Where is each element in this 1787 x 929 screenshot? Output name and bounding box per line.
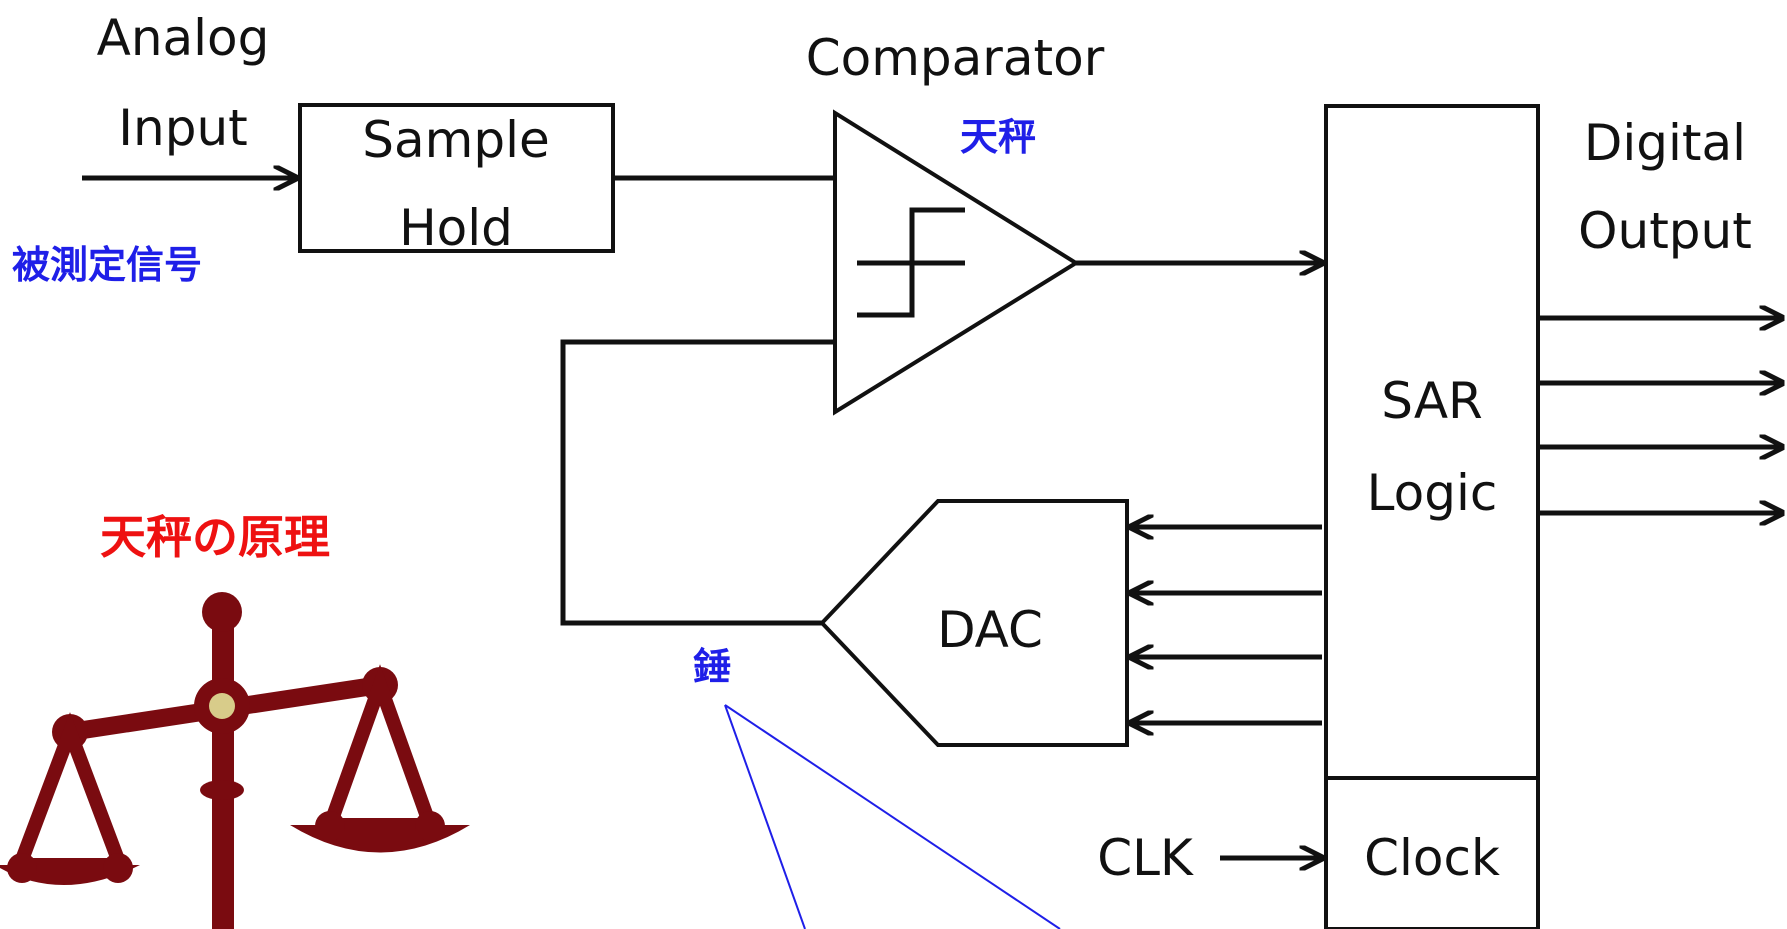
balance-annotation: 天秤 <box>960 115 1036 159</box>
sar-logic-label-2: Logic <box>1367 464 1498 522</box>
sample-hold-label-1: Sample <box>362 111 549 169</box>
sample-hold-label-2: Hold <box>399 199 513 257</box>
balance-principle-title: 天秤の原理 <box>100 510 330 564</box>
weight-callout-line-1 <box>724 704 806 929</box>
dac-block <box>819 499 1129 747</box>
balance-scale-icon <box>0 592 470 929</box>
clk-label: CLK <box>1097 829 1194 887</box>
dac-feedback-wire <box>560 339 835 626</box>
clock-block <box>1324 776 1540 929</box>
digital-output-label-1: Digital <box>1584 114 1746 172</box>
digital-output-label-2: Output <box>1578 202 1752 260</box>
comparator-label: Comparator <box>806 29 1105 87</box>
clock-label: Clock <box>1364 829 1500 887</box>
analog-input-label-2: Input <box>118 99 247 157</box>
step-function-icon <box>857 207 965 318</box>
weight-annotation: 錘 <box>693 645 731 689</box>
dac-label: DAC <box>937 601 1043 659</box>
weight-callout-line-2 <box>724 704 1061 929</box>
sar-logic-block <box>1324 104 1540 780</box>
analog-input-label-1: Analog <box>97 9 270 67</box>
sar-logic-label-1: SAR <box>1381 372 1483 430</box>
measured-signal-annotation: 被測定信号 <box>12 243 202 287</box>
